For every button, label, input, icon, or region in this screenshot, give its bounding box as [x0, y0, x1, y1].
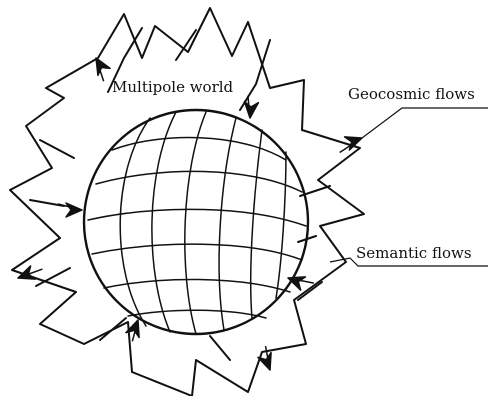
globe-meridian [120, 118, 150, 326]
arrowhead-icon [243, 95, 259, 118]
label-geocosmic-flows: Geocosmic flows [348, 85, 475, 103]
globe [84, 110, 308, 334]
flow-arrows [16, 55, 365, 373]
label-multipole-world: Multipole world [112, 78, 234, 96]
globe-meridian [185, 112, 206, 334]
label-leaders [330, 108, 488, 266]
label-semantic-flows: Semantic flows [356, 244, 472, 262]
globe-meridian [251, 130, 262, 318]
globe-parallel [128, 310, 266, 318]
globe-meridian [152, 112, 176, 332]
globe-parallel [96, 171, 302, 192]
globe-meridian [219, 118, 236, 330]
globe-meridian [276, 152, 286, 298]
arrowhead-icon [58, 203, 82, 217]
arrowhead-icon [90, 55, 114, 83]
globe-parallel [104, 279, 290, 292]
globe-parallel [92, 244, 302, 260]
leader-geocosmic [362, 108, 488, 138]
